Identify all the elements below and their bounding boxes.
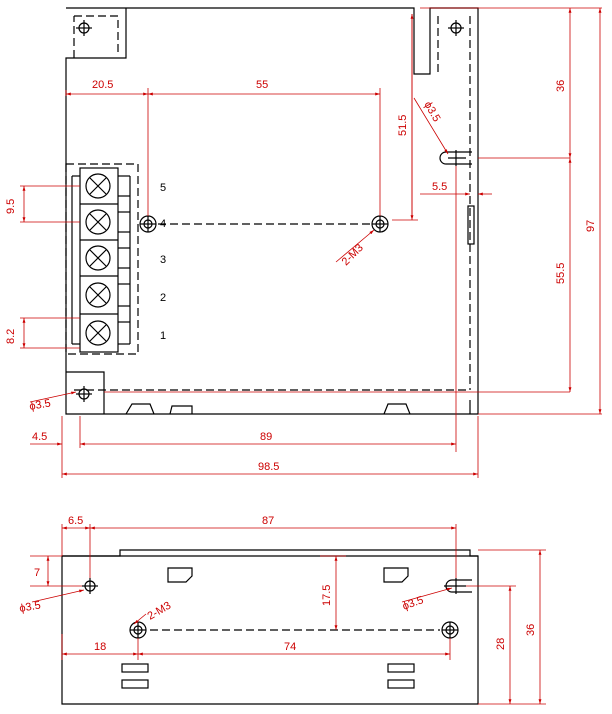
side-slot-right [383,567,409,583]
side-m3-hole-right [441,621,459,639]
side-dim-74: 74 [284,641,296,653]
terminal-screw-3 [85,245,111,271]
side-mount-slot-right [444,578,472,594]
dim-5-5: 5.5 [432,181,447,193]
dim-55-5: 55.5 [555,263,567,284]
side-dim-6-5: 6.5 [68,515,83,527]
side-mount-hole-left [82,578,98,594]
vent-slot [121,663,149,673]
terminal-label-5: 5 [160,182,166,194]
dim-20-5: 20.5 [92,79,113,91]
side-chassis-outline [61,549,479,705]
side-dimensions [30,524,546,705]
mount-hole-top-left [76,20,92,36]
dim-89: 89 [260,431,272,443]
side-dim-7: 7 [34,567,40,579]
side-dim-36: 36 [525,624,537,636]
right-slot [467,205,475,245]
dim-2-m3-top: 2-M3 [340,242,366,268]
side-dim-2-m3: 2-M3 [146,600,174,623]
mount-hole-bottom-left [76,386,92,402]
side-slot-left [167,567,193,583]
terminal-label-3: 3 [160,254,166,266]
dim-55-horizontal: 55 [256,79,268,91]
side-m3-hole-left [129,621,147,639]
top-view: 5 4 3 2 1 [5,7,602,478]
vent-slot [121,679,149,689]
m3-hole-right [371,215,389,233]
terminal-screw-1 [85,320,111,346]
terminal-label-2: 2 [160,292,166,304]
top-chassis-outline [65,7,479,415]
side-dim-18: 18 [94,641,106,653]
dim-98-5: 98.5 [258,461,279,473]
terminal-screw-2 [85,282,111,308]
side-dim-dia-3-5-right: ϕ3.5 [401,594,425,613]
terminal-screws [85,173,111,346]
left-mount-tab [66,371,105,414]
m3-hole-left [139,215,157,233]
dim-97: 97 [585,220,597,232]
dim-8-2: 8.2 [5,329,17,344]
side-dim-28: 28 [495,638,507,650]
top-dimensions [20,7,602,478]
dim-dia-3-5-left: ϕ3.5 [28,397,51,413]
mount-slot-right [439,150,472,166]
side-view: 6.5 87 7 ϕ3.5 2-M3 17.5 ϕ3.5 18 74 28 36 [18,515,546,705]
vent-slot [387,663,415,673]
dim-51-5: 51.5 [397,115,409,136]
mount-hole-top-right [448,20,464,36]
side-dim-dia-3-5-left: ϕ3.5 [18,599,41,615]
vent-slot [387,679,415,689]
side-dim-87: 87 [262,515,274,527]
dim-9-5: 9.5 [5,199,17,214]
terminal-block [65,163,139,355]
side-dim-17-5: 17.5 [321,585,333,606]
terminal-screw-4 [85,209,111,235]
terminal-screw-5 [85,173,111,199]
dim-dia-3-5-top: ϕ3.5 [421,100,442,125]
terminal-label-1: 1 [160,330,166,342]
dim-36-vertical-top: 36 [555,80,567,92]
top-inner-dashed-border [73,15,471,391]
dim-4-5: 4.5 [32,431,47,443]
